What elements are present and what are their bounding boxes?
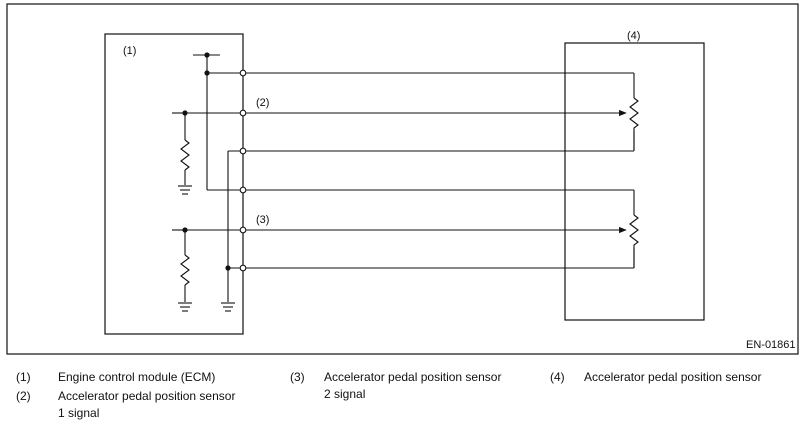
terminal-circle bbox=[239, 69, 247, 77]
signal1-resistor bbox=[180, 139, 190, 171]
terminal-circle bbox=[239, 264, 247, 272]
junction-dot bbox=[204, 52, 210, 58]
junction-dot bbox=[204, 70, 210, 76]
legend-text-continued: 2 signal bbox=[324, 387, 366, 401]
signal2-resistor bbox=[180, 254, 190, 286]
legend-text: Accelerator pedal position sensor bbox=[58, 389, 236, 403]
legend-text-continued: 1 signal bbox=[58, 406, 100, 420]
legend-item-1: (1) Engine control module (ECM) bbox=[16, 369, 276, 387]
wiring-diagram: (1) (4) bbox=[6, 3, 799, 355]
sensor1-resistor bbox=[629, 97, 639, 150]
signal1-callout: (2) bbox=[256, 97, 269, 109]
legend-item-3: (3) Accelerator pedal position sensor 2 … bbox=[290, 369, 540, 405]
ecm-callout: (1) bbox=[123, 45, 136, 57]
ground-symbol bbox=[221, 302, 235, 312]
sensor2-resistor bbox=[629, 214, 639, 268]
legend-item-2: (2) Accelerator pedal position sensor 1 … bbox=[16, 388, 276, 424]
ecm-box bbox=[104, 33, 244, 335]
ground-symbol bbox=[178, 185, 192, 195]
legend-text: Accelerator pedal position sensor bbox=[584, 370, 762, 384]
sensor-callout: (4) bbox=[627, 30, 640, 42]
legend-number: (1) bbox=[16, 370, 31, 384]
terminal-circle bbox=[239, 147, 247, 155]
legend-text: Engine control module (ECM) bbox=[58, 370, 216, 384]
junction-dot bbox=[182, 227, 188, 233]
ground-symbol bbox=[178, 302, 192, 312]
sensor-box bbox=[564, 42, 705, 321]
signal2-callout: (3) bbox=[256, 214, 269, 226]
terminal-circle bbox=[239, 186, 247, 194]
terminal-circle bbox=[239, 109, 247, 117]
legend-number: (2) bbox=[16, 389, 31, 403]
junction-dot bbox=[182, 110, 188, 116]
junction-dot bbox=[225, 265, 231, 271]
terminal-circle bbox=[239, 226, 247, 234]
legend-item-4: (4) Accelerator pedal position sensor bbox=[550, 369, 800, 387]
legend-number: (3) bbox=[290, 370, 305, 384]
diagram-border bbox=[6, 3, 799, 355]
legend-text: Accelerator pedal position sensor bbox=[324, 370, 502, 384]
figure-code: EN-01861 bbox=[746, 339, 796, 351]
legend-number: (4) bbox=[550, 370, 565, 384]
